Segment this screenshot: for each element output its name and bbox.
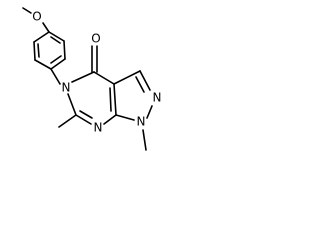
pyrazole-ring [113, 70, 153, 121]
bond-n7-c6-inner [79, 110, 93, 119]
benzene-inner-bond-c [37, 43, 40, 58]
bond-n7-c6 [75, 114, 92, 125]
bond-c3a-c3 [113, 70, 141, 85]
bond-c4-c3a [93, 71, 115, 85]
bond-benzene-n5 [50, 68, 61, 85]
atom-oxygen-methoxy: O [32, 10, 41, 24]
atom-nitrogen-2: N [153, 91, 162, 105]
benzene-bond-1 [48, 31, 65, 42]
methoxy-group [22, 7, 50, 33]
atom-nitrogen-7: N [94, 121, 103, 135]
bond-n2-n1 [146, 105, 153, 119]
bond-c3-n2-inner [135, 76, 145, 93]
benzene-ring [33, 31, 66, 70]
benzene-bond-4 [34, 59, 52, 70]
benzene-bond-2 [63, 40, 66, 60]
atom-nitrogen-1: N [137, 115, 146, 129]
carbonyl-group [91, 45, 98, 73]
atom-oxygen-carbonyl: O [91, 32, 100, 46]
bond-c3a-c7a [113, 83, 117, 116]
bond-oxygen-ring [42, 22, 50, 33]
bond-n1-c7a [115, 114, 135, 121]
bond-c6-n5 [67, 93, 77, 116]
benzene-bond-6 [33, 31, 50, 43]
benzene-bond-5 [33, 41, 36, 61]
bond-n1-methyl [142, 129, 147, 151]
benzene-inner-bond-a [50, 36, 61, 44]
bond-n5-c4 [71, 71, 95, 83]
benzene-inner-bond-b [50, 55, 62, 64]
pyrimidinone-ring [67, 71, 117, 125]
bond-methyl-oxygen [22, 7, 32, 14]
benzene-bond-3 [50, 58, 66, 70]
bond-c7a-n7 [103, 114, 117, 125]
atom-nitrogen-5: N [62, 81, 71, 95]
structure-diagram: O O N N N N [22, 7, 162, 151]
bond-c3-n2 [139, 70, 151, 91]
bond-c6-methyl [58, 114, 77, 128]
bond-c3a-c7a-inner [109, 87, 112, 112]
